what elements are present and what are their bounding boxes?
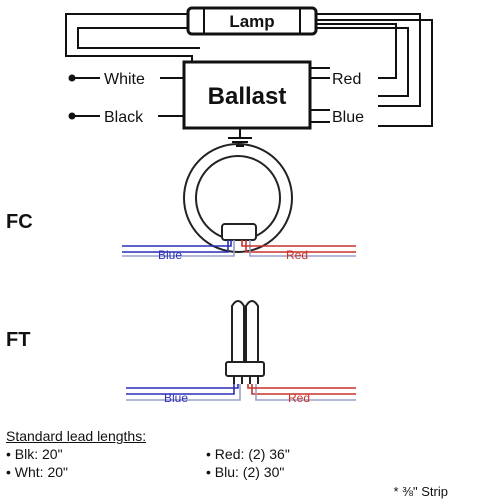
ballast-label: Ballast [208, 83, 287, 110]
left-leads: White Black [68, 71, 184, 126]
right-leads: Red Blue [310, 67, 364, 126]
red-lead-label: Red [332, 71, 361, 88]
fc-wires [122, 240, 356, 257]
lamp-wires [65, 13, 433, 127]
ft-lamp-base [225, 361, 265, 377]
lamp: Lamp [186, 6, 318, 36]
fc-lamp-ring-outer [183, 143, 293, 253]
lead-length-blue: • Blu: (2) 30" [206, 464, 285, 480]
fc-label: FC [6, 211, 33, 233]
blue-lead-label: Blue [332, 109, 364, 126]
lead-length-black: • Blk: 20" [6, 446, 63, 462]
fc-blue-label: Blue [158, 248, 182, 262]
lamp-pins [180, 13, 324, 29]
ft-lamp [225, 300, 265, 384]
ft-lamp-tube-left [231, 300, 245, 362]
black-lead-label: Black [104, 109, 144, 126]
ft-lamp-tube-right [245, 300, 259, 362]
ft-wires [126, 384, 356, 401]
lamp-label: Lamp [229, 12, 274, 31]
white-lead-label: White [104, 71, 145, 88]
strip-note: * ⅜" Strip [393, 484, 448, 499]
ft-red-label: Red [288, 391, 310, 405]
fc-lamp-socket [221, 223, 257, 241]
lead-length-red: • Red: (2) 36" [206, 446, 290, 462]
ft-label: FT [6, 329, 30, 351]
ft-blue-label: Blue [164, 391, 188, 405]
ground-icon [228, 128, 252, 147]
ballast: Ballast [182, 60, 312, 147]
lead-lengths-title: Standard lead lengths: [6, 428, 147, 444]
fc-lamp [183, 143, 293, 253]
lead-length-white: • Wht: 20" [6, 464, 69, 480]
ballast-box [182, 60, 312, 130]
fc-red-label: Red [286, 248, 308, 262]
